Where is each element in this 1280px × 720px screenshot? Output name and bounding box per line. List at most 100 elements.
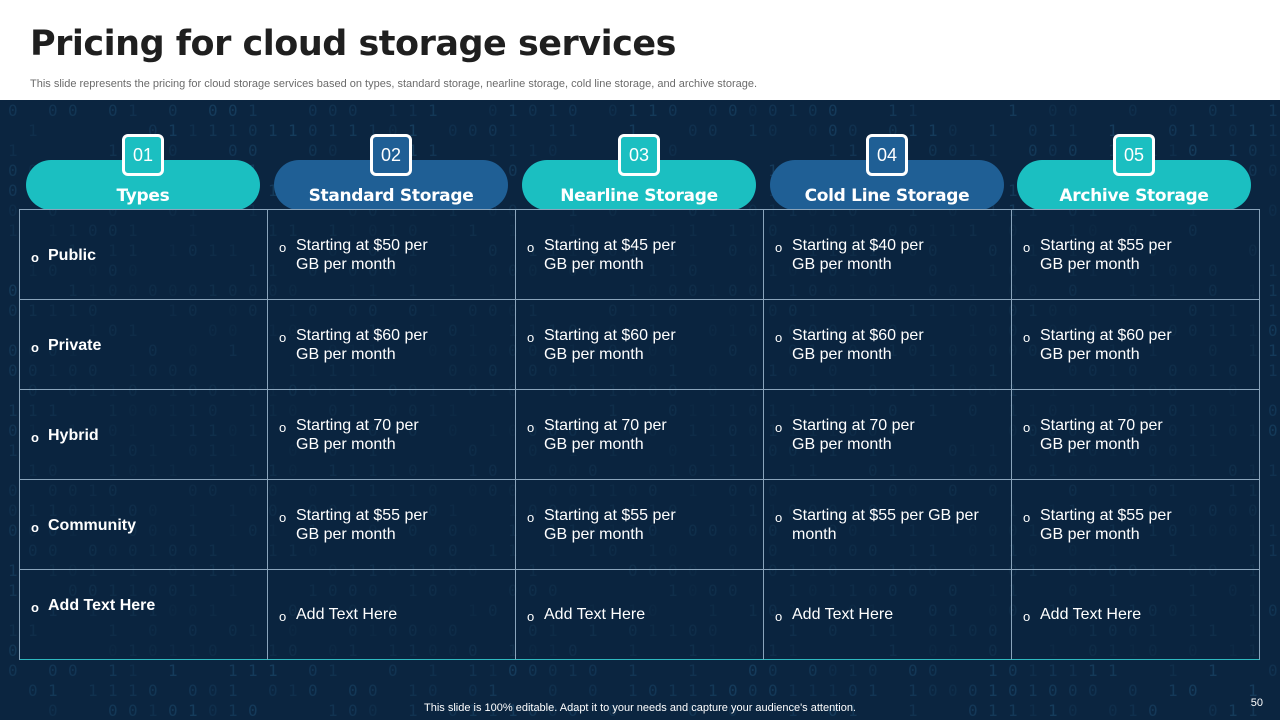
binary-digit: 1 — [988, 141, 998, 160]
binary-digit: 1 — [268, 181, 278, 200]
footer-note: This slide is 100% editable. Adapt it to… — [424, 702, 856, 714]
binary-digit: 1 — [268, 121, 278, 140]
binary-digit: 1 — [28, 121, 38, 140]
binary-digit: 0 — [548, 681, 558, 700]
binary-digit: 1 — [988, 661, 998, 680]
binary-digit: 0 — [508, 661, 518, 680]
cell-text: Starting at $55 per GB per month — [296, 507, 428, 543]
cell-text: Starting at $60 per GB per month — [544, 327, 676, 363]
binary-digit: 0 — [448, 121, 458, 140]
step-number-badge: 03 — [618, 134, 660, 176]
binary-digit: 1 — [1128, 701, 1138, 720]
binary-digit: 0 — [488, 101, 498, 120]
binary-digit: 1 — [1268, 461, 1278, 480]
binary-digit: 0 — [708, 121, 718, 140]
binary-digit: 0 — [208, 701, 218, 720]
column-header-label: Standard Storage — [308, 186, 474, 206]
bullet-icon: o — [279, 510, 287, 525]
binary-digit: 0 — [108, 701, 118, 720]
bullet-icon: o — [1023, 330, 1031, 345]
binary-digit: 1 — [628, 681, 638, 700]
binary-digit: 1 — [108, 681, 118, 700]
binary-digit: 0 — [528, 701, 538, 720]
binary-digit: 0 — [688, 701, 698, 720]
binary-digit: 1 — [488, 141, 498, 160]
binary-digit: 1 — [108, 661, 118, 680]
binary-digit: 1 — [488, 681, 498, 700]
binary-digit: 1 — [688, 661, 698, 680]
binary-digit: 1 — [668, 681, 678, 700]
binary-digit: 0 — [928, 681, 938, 700]
binary-digit: 1 — [468, 661, 478, 680]
binary-digit: 0 — [568, 101, 578, 120]
bullet-icon: o — [527, 240, 535, 255]
binary-digit: 1 — [888, 101, 898, 120]
binary-digit: 0 — [308, 661, 318, 680]
cell-text: Add Text Here — [1040, 606, 1142, 623]
binary-digit: 0 — [168, 101, 178, 120]
binary-digit: 0 — [348, 681, 358, 700]
binary-digit: 1 — [428, 661, 438, 680]
binary-digit: 0 — [1028, 141, 1038, 160]
binary-digit: 1 — [108, 141, 118, 160]
binary-digit: 1 — [228, 121, 238, 140]
binary-digit: 1 — [1028, 701, 1038, 720]
binary-digit: 0 — [1188, 141, 1198, 160]
binary-digit: 1 — [348, 121, 358, 140]
binary-digit: 0 — [608, 101, 618, 120]
binary-digit: 1 — [1168, 141, 1178, 160]
price-cell: o Starting at $55 per GB per month — [268, 480, 516, 570]
binary-digit: 0 — [168, 141, 178, 160]
binary-digit: 1 — [1268, 121, 1278, 140]
binary-digit: 0 — [928, 141, 938, 160]
binary-digit: 0 — [648, 681, 658, 700]
bullet-icon: o — [31, 430, 39, 445]
bullet-icon: o — [31, 520, 39, 535]
binary-digit: 0 — [848, 681, 858, 700]
binary-digit: 1 — [1268, 301, 1278, 320]
binary-digit: 1 — [388, 101, 398, 120]
binary-digit: 1 — [8, 401, 18, 420]
binary-digit: 0 — [28, 681, 38, 700]
binary-digit: 1 — [908, 681, 918, 700]
binary-digit: 1 — [1268, 541, 1278, 560]
binary-digit: 0 — [968, 701, 978, 720]
column-header: Nearline Storage 03 — [522, 134, 756, 210]
binary-digit: 1 — [928, 121, 938, 140]
cell-text: Public — [48, 247, 97, 264]
binary-digit: 1 — [248, 661, 258, 680]
binary-digit: 0 — [48, 101, 58, 120]
binary-digit: 1 — [8, 441, 18, 460]
binary-digit: 0 — [848, 121, 858, 140]
binary-digit: 1 — [628, 661, 638, 680]
binary-digit: 1 — [548, 121, 558, 140]
binary-digit: 1 — [128, 101, 138, 120]
binary-digit: 0 — [388, 121, 398, 140]
cell-text: Starting at $60 per GB per month — [1040, 327, 1172, 363]
binary-digit: 1 — [1048, 121, 1058, 140]
binary-digit: 0 — [1248, 141, 1258, 160]
column-header-label: Cold Line Storage — [804, 186, 970, 206]
binary-digit: 0 — [8, 501, 18, 520]
bullet-icon: o — [527, 420, 535, 435]
binary-digit: 0 — [1048, 681, 1058, 700]
bullet-item: o Starting at $60 per GB per month — [1023, 326, 1249, 364]
binary-digit: 1 — [1248, 701, 1258, 720]
column-header-label: Nearline Storage — [560, 186, 718, 206]
binary-digit: 1 — [1068, 121, 1078, 140]
binary-digit: 0 — [728, 681, 738, 700]
cell-text: Starting at 70 per GB per month — [296, 417, 419, 453]
